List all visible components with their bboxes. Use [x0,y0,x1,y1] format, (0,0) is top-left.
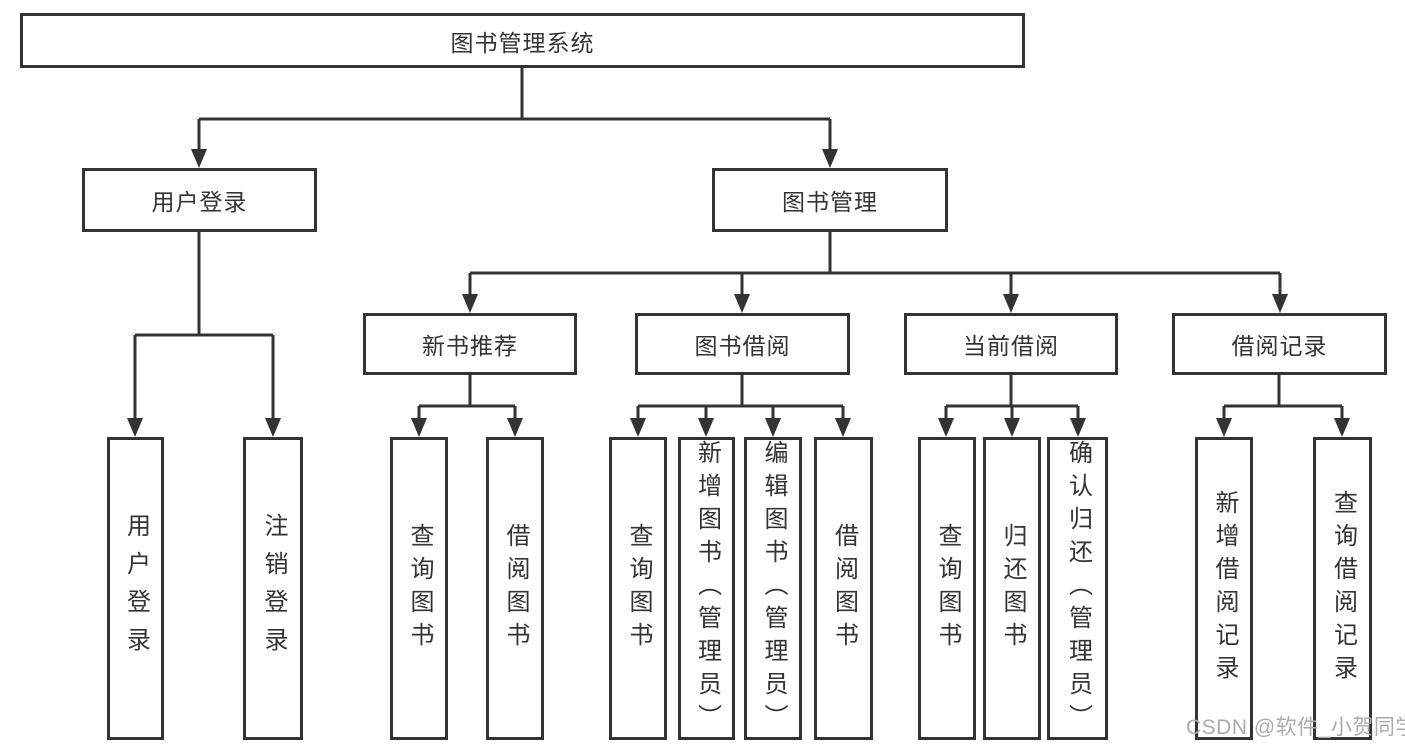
node-label: 查询借阅记录 [1329,489,1357,688]
node-borrow-record: 借阅记录 [1172,313,1387,375]
node-label: 借阅图书 [830,522,858,655]
node-label: 借阅记录 [1231,333,1328,359]
node-new-book-rec: 新书推荐 [363,313,577,375]
watermark: CSDN @软件_小贺同学 [1186,716,1405,739]
node-label: 新书推荐 [422,333,518,359]
node-label: 查询图书 [406,522,433,655]
node-label: 借阅图书 [502,522,529,655]
node-label: 新增借阅记录 [1211,489,1238,688]
node-label: 图书管理 [782,189,878,215]
node-label: 确认归还（管理员） [1064,440,1092,737]
node-leaf-rec-query: 查询图书 [390,437,448,740]
node-leaf-br-query: 查询借阅记录 [1313,437,1372,740]
node-leaf-cb-return: 归还图书 [983,437,1041,740]
node-leaf-br-add: 新增借阅记录 [1195,437,1253,740]
node-label: 查询图书 [934,522,961,655]
node-book-mgmt: 图书管理 [712,168,948,232]
node-label: 查询图书 [625,522,652,655]
node-label: 新增图书（管理员） [693,440,721,737]
node-book-borrow: 图书借阅 [635,313,850,375]
node-current-borrow: 当前借阅 [904,313,1118,375]
node-leaf-user-login: 用户登录 [107,437,164,740]
node-label: 用户登录 [151,189,248,215]
node-leaf-bb-edit: 编辑图书（管理员） [744,437,802,740]
node-label: 编辑图书（管理员） [760,440,787,737]
node-leaf-rec-borrow: 借阅图书 [486,437,544,740]
node-leaf-cb-confirm: 确认归还（管理员） [1047,437,1108,740]
node-label: 注销登录 [260,512,287,665]
node-leaf-bb-add: 新增图书（管理员） [678,437,735,740]
connector-path [133,68,1344,421]
node-label: 归还图书 [999,522,1026,655]
node-leaf-logout: 注销登录 [243,437,303,740]
node-user-login: 用户登录 [82,168,317,232]
node-leaf-cb-query: 查询图书 [918,437,976,740]
node-label: 图书管理系统 [450,29,595,56]
node-root: 图书管理系统 [20,13,1025,68]
node-leaf-bb-borrow: 借阅图书 [814,437,873,740]
node-leaf-bb-query: 查询图书 [609,437,667,740]
node-label: 用户登录 [122,512,150,665]
node-label: 当前借阅 [963,333,1059,359]
node-label: 图书借阅 [694,333,791,359]
